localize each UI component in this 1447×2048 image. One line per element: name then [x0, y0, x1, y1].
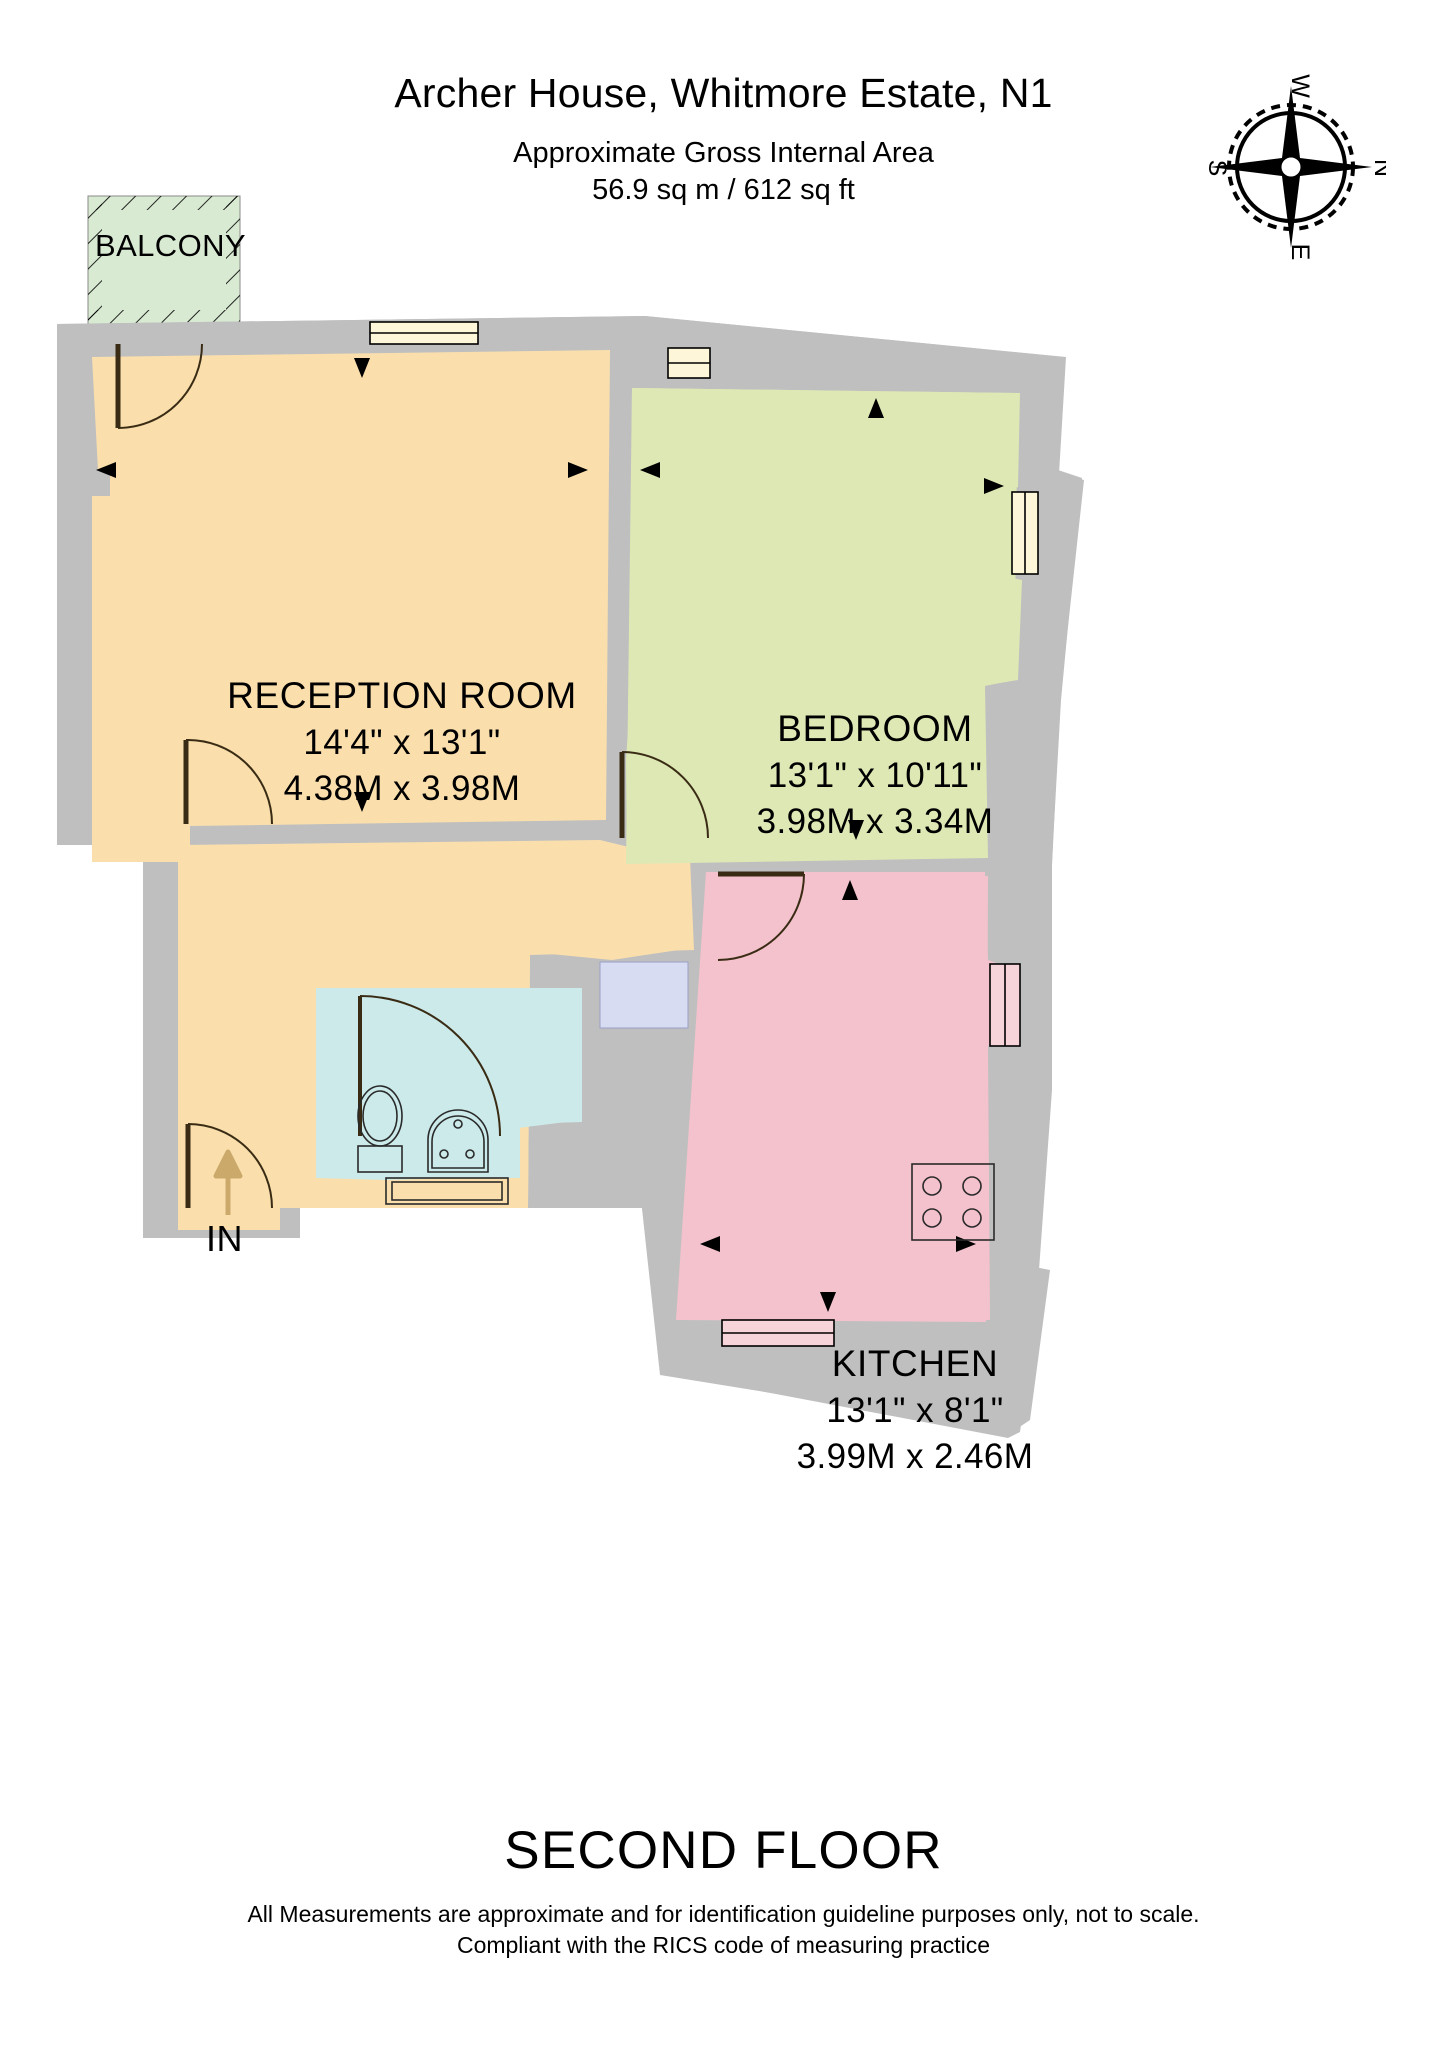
bedroom-dim-metric: 3.98M x 3.34M [756, 801, 994, 841]
gross-area-value: 56.9 sq m / 612 sq ft [592, 174, 855, 207]
kitchen-dim-metric: 3.99M x 2.46M [796, 1436, 1034, 1476]
room-kitchen [676, 872, 1002, 1322]
hob-icon [911, 1163, 995, 1241]
disclaimer: All Measurements are approximate and for… [0, 1899, 1447, 1961]
sink-icon [427, 1109, 489, 1173]
window-bedroom-top [667, 347, 711, 379]
footer: SECOND FLOOR All Measurements are approx… [0, 1820, 1447, 1961]
building-outline [57, 316, 1084, 1438]
kitchen-dim-imperial: 13'1" x 8'1" [826, 1391, 1004, 1431]
floor-name: SECOND FLOOR [504, 1821, 943, 1880]
header: Archer House, Whitmore Estate, N1 Approx… [0, 0, 1447, 209]
reception-dim-metric: 4.38M x 3.98M [283, 768, 521, 808]
hall-cupboard [599, 961, 689, 1029]
disclaimer-line-1: All Measurements are approximate and for… [247, 1901, 1200, 1927]
compass-letter-west: W [1286, 74, 1314, 98]
bathroom-fixtures [357, 1085, 509, 1205]
window-bedroom-right [1011, 491, 1039, 575]
compass-letter-north: N [1369, 159, 1386, 177]
bedroom-name: BEDROOM [777, 708, 973, 749]
wall-structure [57, 316, 1082, 1432]
window-reception-top [369, 321, 479, 345]
window-kitchen-right [989, 963, 1021, 1047]
page-subtitle: Approximate Gross Internal Area 56.9 sq … [0, 135, 1447, 209]
room-label-bedroom: BEDROOM 13'1" x 10'11" 3.98M x 3.34M [655, 705, 1095, 844]
room-label-balcony: BALCONY [95, 228, 246, 263]
bathtub-icon [385, 1177, 509, 1205]
compass-letter-east: E [1286, 244, 1314, 261]
entrance-arrow-icon [213, 1149, 243, 1215]
reception-dim-imperial: 14'4" x 13'1" [303, 723, 501, 763]
room-label-kitchen: KITCHEN 13'1" x 8'1" 3.99M x 2.46M [690, 1340, 1140, 1479]
disclaimer-line-2: Compliant with the RICS code of measurin… [456, 1932, 991, 1959]
hallway [178, 840, 694, 1230]
compass-letter-south: S [1203, 160, 1231, 177]
bedroom-dim-imperial: 13'1" x 10'11" [767, 756, 983, 796]
reception-name: RECEPTION ROOM [227, 675, 577, 716]
entrance-label: IN [206, 1218, 243, 1259]
room-label-reception: RECEPTION ROOM 14'4" x 13'1" 4.38M x 3.9… [172, 672, 632, 811]
gross-area-caption: Approximate Gross Internal Area [513, 137, 934, 170]
room-bathroom [316, 988, 582, 1180]
toilet-icon [357, 1085, 403, 1173]
page-title: Archer House, Whitmore Estate, N1 [394, 70, 1053, 116]
compass-rose-icon: W N E S [1196, 72, 1397, 262]
kitchen-name: KITCHEN [831, 1343, 999, 1384]
